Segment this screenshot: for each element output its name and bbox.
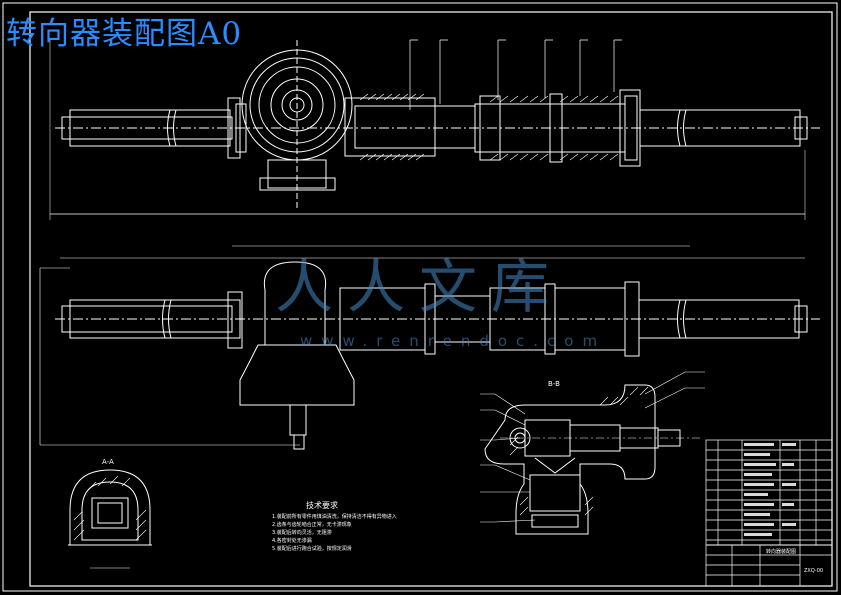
sheet-inner-border	[29, 11, 833, 587]
title-block-drawing-name: 转向器装配图	[766, 549, 797, 555]
section-bb-label: B-B	[548, 380, 560, 388]
technical-requirement-item: 1.装配前所有零件用煤油清洗，保持清洁不得有异物进入	[272, 514, 397, 520]
section-bb-view	[480, 371, 705, 535]
front-view	[39, 245, 820, 450]
technical-requirement-item: 2.齿条与齿轮啮合正常，无卡滞现象	[272, 522, 352, 528]
watermark-url: www.renrendoc.com	[300, 332, 607, 350]
technical-requirements-title: 技术要求	[306, 501, 338, 510]
drawing-title: 转向器装配图A0	[6, 16, 243, 52]
parts-list-table	[705, 439, 833, 587]
watermark-text: 人人文库	[275, 253, 564, 321]
technical-requirements-list: 1.装配前所有零件用煤油清洗，保持清洁不得有异物进入 2.齿条与齿轮啮合正常，无…	[272, 513, 422, 553]
technical-requirement-item: 4.各密封处无渗漏	[272, 538, 312, 544]
top-view	[49, 39, 820, 220]
section-aa-view	[68, 469, 152, 569]
title-block-drawing-code: ZXQ-00	[804, 568, 824, 574]
section-aa-label: A-A	[102, 458, 114, 466]
technical-requirement-item: 3.装配后转向灵活，无阻滞	[272, 530, 332, 536]
technical-requirement-item: 5.装配后进行跑合试验，按规定润滑	[272, 546, 352, 552]
